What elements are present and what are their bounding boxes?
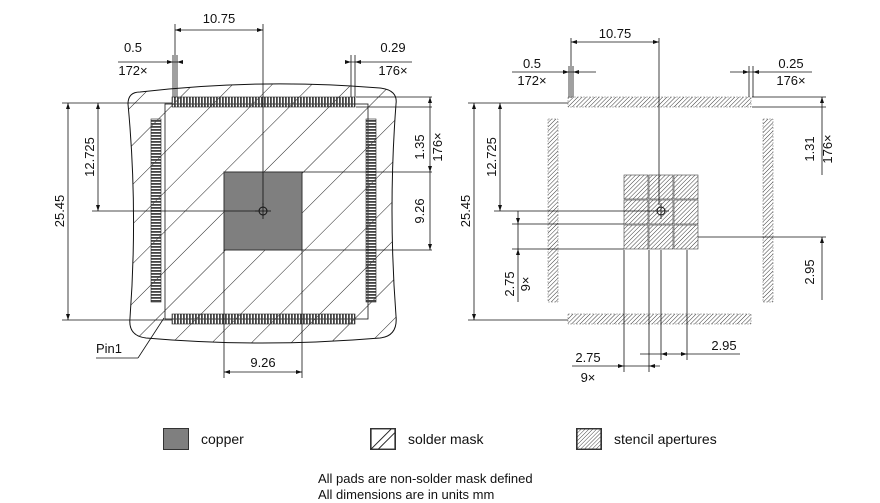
legend-stencil: stencil apertures (576, 428, 717, 450)
right-aperture-column (762, 118, 774, 303)
right-dim-pitch: 0.5 (523, 56, 541, 71)
left-dim-pad-width-count: 176× (378, 63, 407, 78)
right-dim-sub-pitch-v: 2.75 (502, 271, 517, 296)
left-dim-full-height: 25.45 (52, 195, 67, 228)
right-dim-aperture-length: 1.31 (802, 136, 817, 161)
right-dim-full-height: 25.45 (458, 195, 473, 228)
copper-swatch (163, 428, 189, 450)
right-view: 10.75 0.5 172× 0.25 176× 25.45 12.725 1.… (458, 26, 835, 385)
left-dim-pitch: 0.5 (124, 40, 142, 55)
left-dim-pad-width: 0.29 (380, 40, 405, 55)
left-dim-pitch-count: 172× (118, 63, 147, 78)
left-dim-half-height: 12.725 (82, 137, 97, 177)
right-dim-top-span: 10.75 (599, 26, 632, 41)
notes: All pads are non-solder mask defined All… (318, 471, 533, 503)
right-dim-sub-count-h: 9× (581, 370, 596, 385)
right-dim-half-height: 12.725 (484, 137, 499, 177)
right-dim-sub-size-bottom: 2.95 (711, 338, 736, 353)
bottom-pad-row (171, 313, 356, 325)
right-dim-sub-size-right: 2.95 (802, 259, 817, 284)
top-aperture-row (567, 96, 752, 108)
right-dimension-lines (468, 38, 826, 372)
right-dim-sub-count-v: 9× (518, 277, 533, 292)
left-arrowheads (66, 28, 432, 374)
legend-solder-mask-label: solder mask (408, 431, 484, 447)
right-dim-aperture-count: 176× (776, 73, 805, 88)
legend: copper solder mask stencil apertures (0, 428, 880, 454)
left-view: 10.75 0.5 172× 0.29 176× 25.45 12.725 1.… (52, 11, 445, 378)
left-pad-column (150, 118, 162, 303)
footprint-drawing: 10.75 0.5 172× 0.29 176× 25.45 12.725 1.… (52, 11, 835, 385)
legend-stencil-label: stencil apertures (614, 431, 717, 447)
legend-copper-label: copper (201, 431, 244, 447)
left-dimension-lines (62, 24, 432, 378)
right-dim-pitch-count: 172× (517, 73, 546, 88)
bottom-aperture-row (567, 313, 752, 325)
left-aperture-column (547, 118, 559, 303)
right-dim-sub-pitch-h: 2.75 (575, 350, 600, 365)
legend-copper: copper (163, 428, 244, 450)
right-pad-column (365, 118, 377, 303)
right-dim-aperture-length-count: 176× (820, 134, 835, 163)
stencil-swatch (576, 428, 602, 450)
legend-solder-mask: solder mask (370, 428, 483, 450)
right-dim-aperture-width: 0.25 (778, 56, 803, 71)
note-line-2: All dimensions are in units mm (318, 487, 495, 502)
left-dim-center-pad-height: 9.26 (412, 198, 427, 223)
solder-mask-swatch (370, 428, 396, 450)
note-line-1: All pads are non-solder mask defined (318, 471, 533, 486)
left-dim-pad-length-count: 176× (430, 132, 445, 161)
center-stencil-grid (623, 174, 699, 250)
left-dim-pad-length: 1.35 (412, 134, 427, 159)
right-arrowheads (472, 40, 824, 368)
left-dim-center-pad-width: 9.26 (250, 355, 275, 370)
left-dim-top-span: 10.75 (203, 11, 236, 26)
top-pad-row (171, 96, 356, 108)
pin1-label: Pin1 (96, 341, 122, 356)
